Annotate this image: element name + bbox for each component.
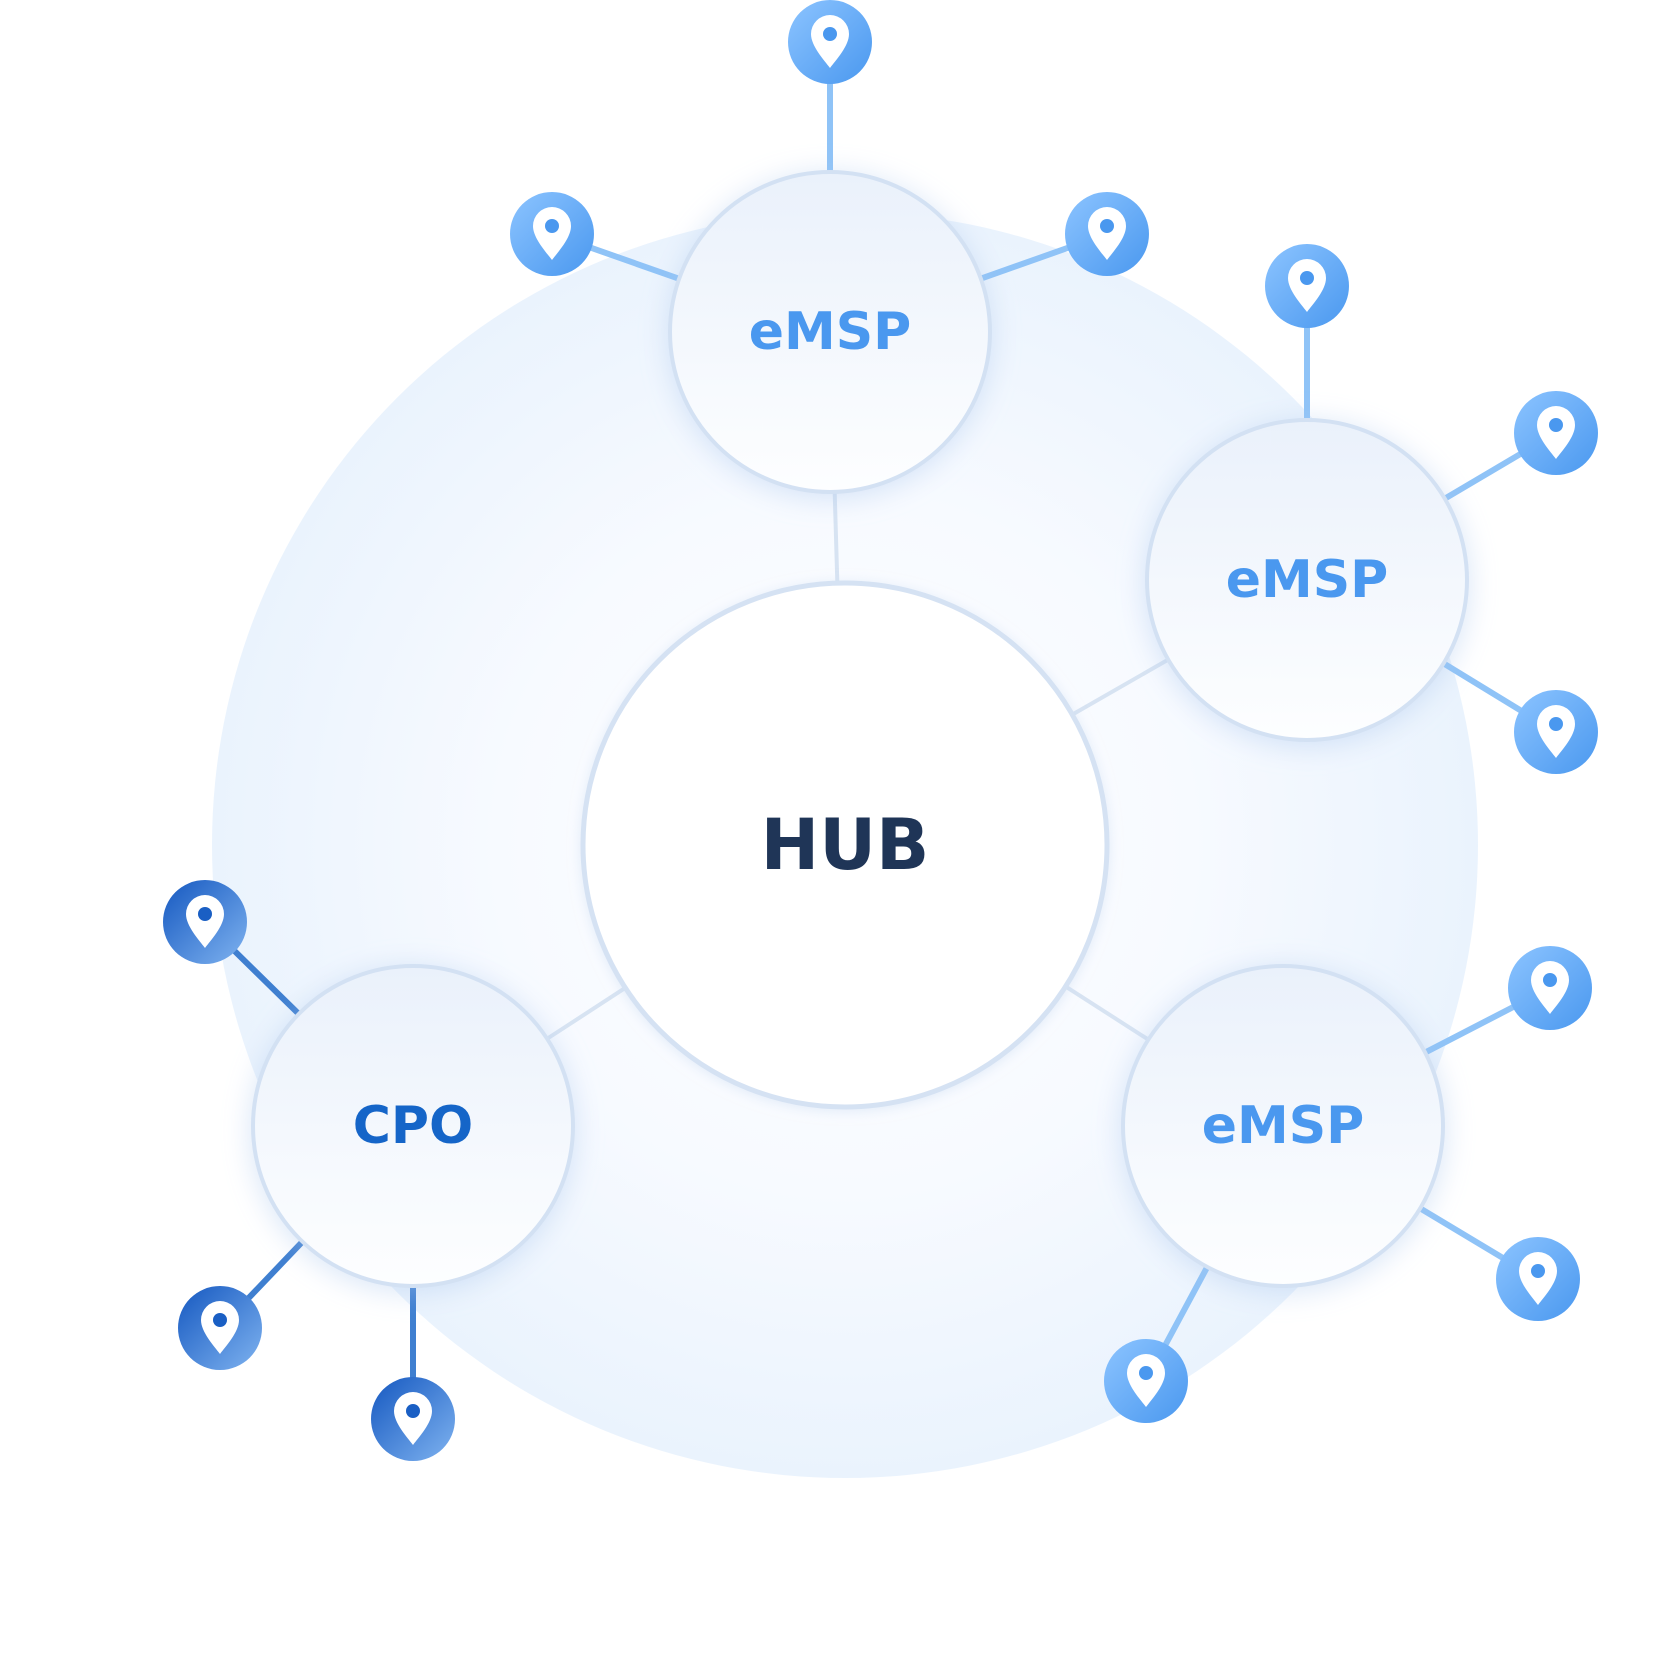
pin-link [245,1238,307,1302]
location-pin-icon [510,192,594,276]
pin-link [977,244,1071,283]
hub-label: HUB [761,804,930,886]
hub-connector-lines [546,491,1170,1042]
pin-link [1162,1263,1211,1348]
node-label-emsp-right: eMSP [1226,550,1389,610]
hub-link-emsp-right [1071,657,1170,717]
hub-link-cpo [546,986,627,1041]
node-emsp-right: eMSP [1145,418,1469,742]
node-label-emsp-bottom-right: eMSP [1202,1096,1365,1156]
location-pin-icon [1265,244,1349,328]
node-cpo: CPO [251,964,575,1288]
location-pin-icon [371,1377,455,1461]
location-pin-icon [178,1286,262,1370]
location-pin-icon [1508,946,1592,1030]
satellite-nodes: eMSP eMSP eMSP CPO [251,170,1469,1288]
location-pin-icon [1514,690,1598,774]
node-label-emsp-top: eMSP [749,302,912,362]
node-emsp-top: eMSP [668,170,992,494]
location-pin-icon [1065,192,1149,276]
location-pins [163,0,1598,1461]
node-emsp-bottom-right: eMSP [1121,964,1445,1288]
location-pin-icon [1514,391,1598,475]
pin-link [588,244,682,283]
hub-link-emsp-bottom-right [1064,984,1150,1042]
hub-link-emsp-top [832,491,840,584]
pin-link [1440,659,1524,714]
pin-link [1416,1204,1506,1261]
pin-connector-lines [231,82,1524,1379]
location-pin-icon [1104,1339,1188,1423]
pin-link [1441,450,1524,503]
location-pin-icon [788,0,872,84]
location-pin-icon [1496,1237,1580,1321]
location-pin-icon [163,880,247,964]
hub-node: HUB [580,580,1110,1110]
node-label-cpo: CPO [353,1096,473,1156]
pin-link [1421,1003,1516,1057]
pin-link [231,947,303,1018]
